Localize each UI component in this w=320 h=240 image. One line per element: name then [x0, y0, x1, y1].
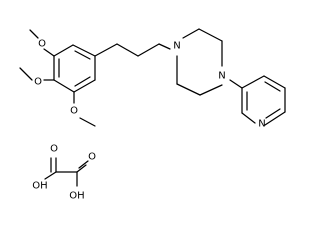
pyridine-bond-1 [241, 75, 265, 89]
ring-inner-bond-2 [74, 76, 91, 87]
ring-bond-5 [53, 79, 75, 93]
methoxy-o-middle-label: O [34, 77, 42, 88]
oxalate-o-top-left-label: O [50, 144, 58, 155]
pyridine-bond-4 [264, 111, 286, 126]
molecule-2-bonds [44, 157, 89, 187]
oxalate-o-top-right-label: O [88, 152, 96, 163]
structure-svg: O O O N N N O O OH OH [19, 28, 286, 202]
ring-bond-4 [73, 79, 96, 93]
methoxy-o-bottom-label: O [70, 106, 78, 117]
piperazine-bond-4 [199, 84, 223, 96]
methoxy-bottom-bond-2 [79, 117, 96, 127]
piperazine-bond-2 [198, 28, 223, 42]
chain-bond-1 [94, 43, 118, 57]
piperazine-bond-5 [176, 83, 201, 96]
pyridine-inner-bond-1 [264, 81, 281, 92]
pyridine-inner-bond-2 [265, 108, 281, 119]
chain-bond-2 [116, 43, 139, 57]
molecule-1-bonds [19, 28, 286, 127]
oxalate-oh-left-label: OH [32, 181, 47, 192]
ring-bond-1 [53, 44, 74, 57]
oxalate-right-co-2 [78, 160, 89, 169]
pyridine-bond-5 [241, 112, 256, 124]
methoxy-top-bond-2 [29, 29, 39, 39]
oxalate-oh-right-label: OH [69, 191, 84, 202]
chain-bond-3 [137, 43, 160, 57]
ring-bond-2 [72, 44, 96, 57]
n-pyridine-bond [229, 79, 243, 89]
pyridine-n-label: N [258, 119, 265, 130]
chemical-structure-canvas: O O O N N N O O OH OH [19, 28, 286, 202]
methoxy-middle-bond-2 [19, 67, 33, 81]
piperazine-bond-1 [182, 28, 200, 39]
ring-inner-bond-1 [74, 50, 91, 60]
oxalate-left-oh-bond [44, 171, 57, 180]
chain-bond-4 [158, 43, 171, 50]
methoxy-o-top-label: O [38, 39, 46, 50]
piperazine-n-right-label: N [218, 71, 225, 82]
piperazine-n-left-label: N [173, 41, 180, 52]
oxalate-right-co-1 [76, 164, 87, 173]
methoxy-top-bond-1 [43, 48, 55, 57]
pyridine-bond-2 [263, 75, 286, 89]
